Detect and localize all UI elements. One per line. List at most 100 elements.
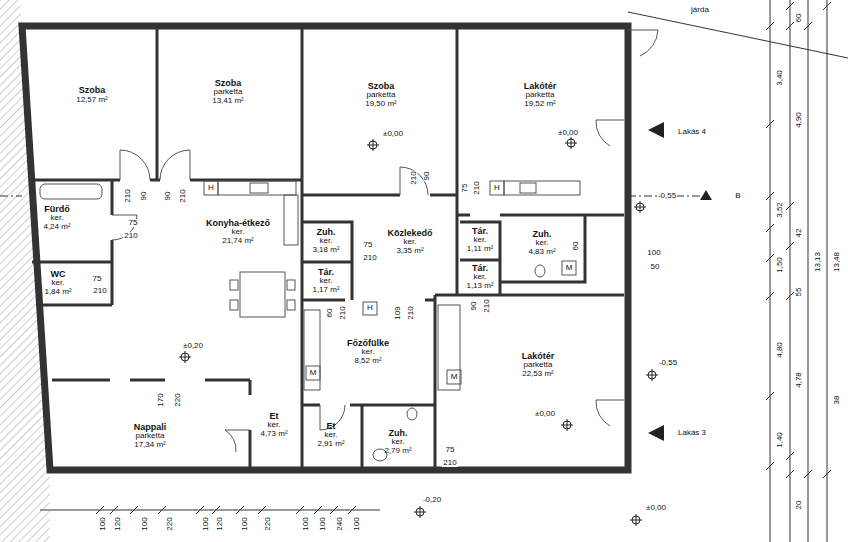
plan-note: -0,20: [422, 496, 442, 504]
furniture: [230, 280, 238, 290]
dimension-line: [808, 0, 809, 542]
room-info: ker.: [387, 238, 432, 246]
room-label: Etker.2,91 m²: [315, 421, 346, 449]
view-arrow: [648, 122, 712, 441]
elevation-marker: [646, 369, 658, 381]
room-info: 1,11 m²: [467, 245, 494, 253]
furniture: [562, 261, 576, 275]
room-name: Fürdő: [43, 205, 70, 214]
room-info: ker.: [467, 236, 494, 244]
room-info: ker.: [44, 279, 71, 287]
site-line: [0, 196, 22, 197]
room-info: 4,24 m²: [43, 223, 70, 231]
dimension-number: 50: [650, 263, 661, 271]
dimension-number: 55: [795, 287, 803, 298]
plan-note: ±0,20: [182, 342, 204, 350]
plan-note: -0,55: [657, 192, 677, 200]
elevation-marker: [179, 137, 658, 526]
room-info: parketta: [212, 88, 244, 96]
room-info: 1,17 m²: [312, 286, 339, 294]
furniture: [40, 181, 580, 461]
elevation-marker: [565, 137, 577, 149]
elevation-marker: [561, 419, 573, 431]
room-info: 1,13 m²: [466, 282, 493, 290]
inner-wall: [460, 222, 500, 295]
dimension-number: 100: [646, 249, 661, 257]
door-swing: [112, 30, 658, 452]
dimension-number: 100: [319, 516, 327, 531]
dimension-number: 100: [241, 516, 249, 531]
room-label: Zuh.ker.2,79 m²: [382, 428, 413, 456]
view-arrow: [648, 122, 664, 138]
dimension-number: 220: [166, 516, 174, 531]
room-info: 12,57 m²: [76, 96, 108, 104]
inner-wall: [361, 405, 364, 468]
outer-wall: [22, 26, 628, 470]
room-label: Szoba12,57 m²: [74, 85, 110, 105]
elevation-marker: [179, 351, 191, 363]
door-swing: [225, 430, 250, 452]
inner-wall: [302, 299, 435, 302]
dimension-number: 1,50: [776, 256, 784, 274]
room-info: 3,18 m²: [312, 246, 339, 254]
furniture: [40, 184, 102, 199]
room-label: Zuh.ker.3,18 m²: [310, 227, 341, 255]
room-info: 2,79 m²: [384, 447, 411, 455]
furniture: [535, 265, 545, 277]
room-info: ker.: [317, 431, 344, 439]
dimension-line: [40, 510, 380, 511]
dimension-number: 210: [124, 188, 132, 203]
dimension-number: 100: [99, 516, 107, 531]
room-name: Főzőfülke: [347, 339, 389, 348]
room-info: ker.: [528, 239, 555, 247]
furniture: [447, 370, 461, 384]
furniture: [204, 181, 218, 195]
dimension-number: 210: [339, 305, 347, 320]
room-info: 4,83 m²: [528, 248, 555, 256]
dimension-number: 210: [473, 180, 481, 195]
room-name: Et: [317, 422, 344, 431]
room-name: Et: [260, 412, 287, 421]
plan-note: B: [734, 192, 741, 200]
furniture: [407, 408, 417, 420]
dimension-number: 75: [92, 275, 103, 283]
furniture: [287, 300, 295, 310]
room-info: ker.: [43, 214, 70, 222]
furniture: [438, 305, 460, 390]
dimension-line: [40, 0, 831, 542]
room-name: Zuh.: [384, 429, 411, 438]
dimension-number: 20: [795, 500, 803, 511]
furniture: [363, 302, 377, 315]
dimension-number: 170: [157, 392, 165, 407]
dimension-number: 100: [141, 516, 149, 531]
dimension-number: 210: [92, 287, 107, 295]
dimension-number: 13,48: [833, 251, 841, 273]
fixture-symbol: M: [309, 369, 318, 377]
room-info: ker.: [206, 228, 270, 236]
dimension-number: 210: [410, 170, 418, 185]
furniture: [284, 195, 298, 245]
room-info: parketta: [134, 432, 167, 440]
dimension-number: 100: [202, 516, 210, 531]
dimension-number: 210: [179, 188, 187, 203]
room-name: Zuh.: [312, 228, 339, 237]
dimension-number: 90: [164, 191, 172, 202]
room-info: ker.: [260, 421, 287, 429]
furniture: [306, 366, 320, 380]
room-info: parketta: [522, 361, 555, 369]
room-name: Tár.: [312, 268, 339, 277]
view-arrow: [700, 190, 712, 200]
furniture: [287, 280, 295, 290]
door-swing: [596, 400, 624, 426]
view-arrow: [648, 425, 664, 441]
room-name: Nappali: [134, 423, 167, 432]
dimension-number: 3,40: [776, 69, 784, 87]
dimension-number: 38: [833, 395, 841, 406]
site-line: [0, 12, 848, 196]
inner-wall: [249, 380, 252, 468]
room-label: Nappaliparketta17,34 m²: [132, 422, 169, 450]
plan-note: járda: [690, 6, 710, 14]
fixture-symbol: M: [450, 373, 459, 381]
room-label: Tár.ker.1,11 m²: [465, 226, 496, 254]
